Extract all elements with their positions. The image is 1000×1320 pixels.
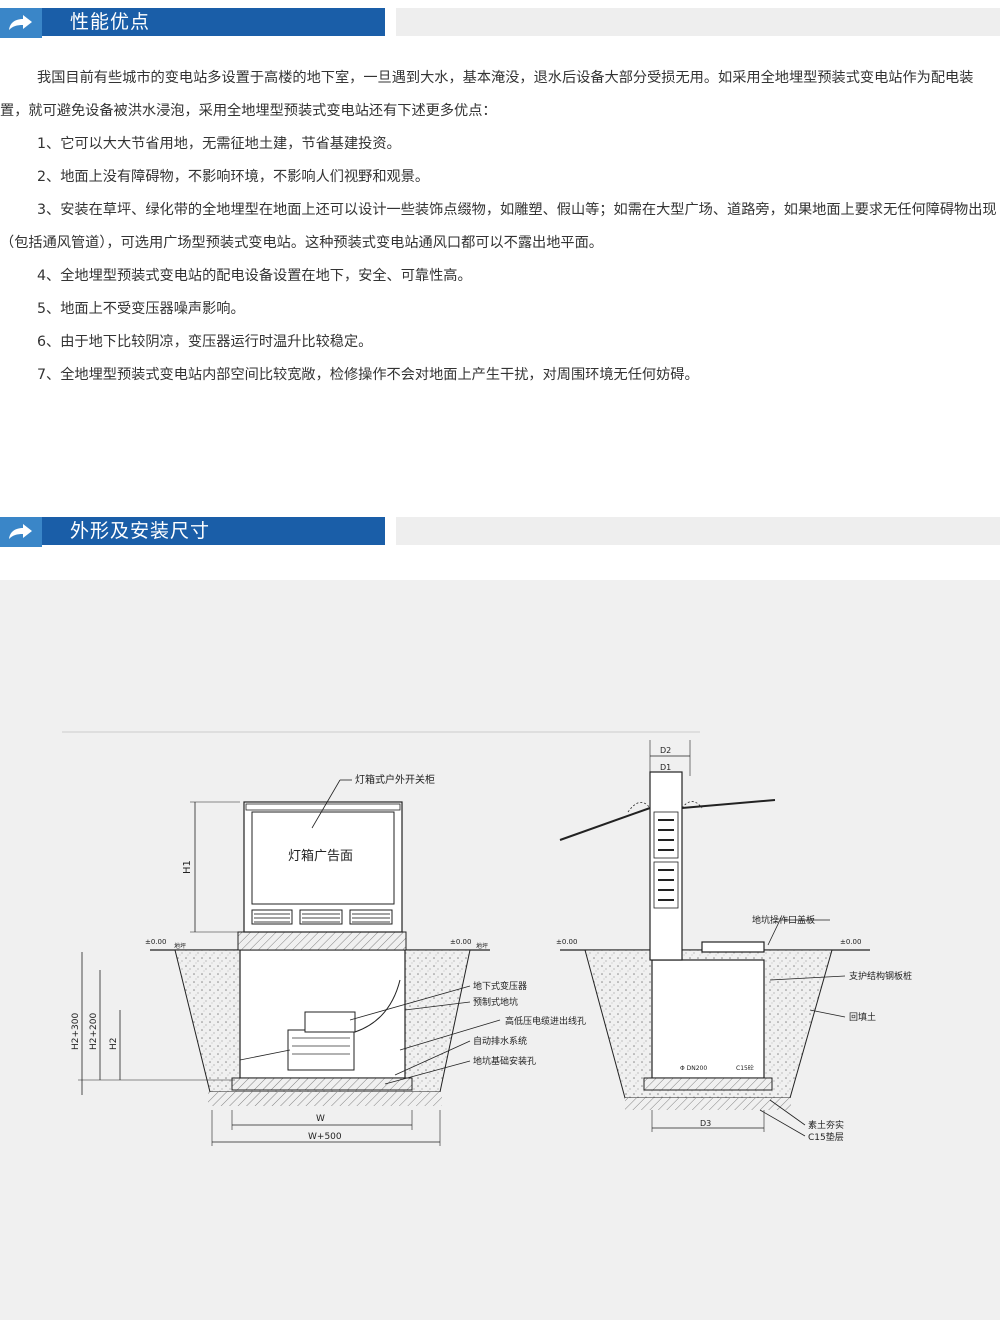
callout-label: 支护结构钢板桩 (849, 970, 912, 982)
section-header-dimensions: 外形及安装尺寸 (0, 509, 1000, 547)
c15-label: C15砼 (736, 1064, 754, 1072)
d3-label: D3 (700, 1119, 711, 1128)
header-icon-box (0, 8, 42, 38)
callout-label: 地坑基础安装孔 (473, 1055, 536, 1067)
callout-label: 高低压电缆进出线孔 (505, 1015, 586, 1027)
share-arrow-icon (9, 524, 32, 539)
header-grey-bar (396, 8, 1000, 36)
left-section-drawing (78, 779, 501, 1146)
h1-label: H1 (182, 860, 193, 874)
w-500-label: W+500 (308, 1132, 342, 1142)
advantage-item: 7、全地埋型预装式变电站内部空间比较宽敞，检修操作不会对地面上产生干扰，对周围环… (37, 367, 699, 383)
w-label: W (316, 1114, 325, 1124)
h2-300-label: H2+300 (71, 1013, 81, 1050)
advantage-item: 6、由于地下比较阴凉，变压器运行时温升比较稳定。 (37, 334, 373, 350)
hole-label: Φ DN200 (680, 1065, 707, 1072)
advantage-item: 3、安装在草坪、绿化带的全地埋型在地面上还可以设计一些装饰点缀物，如雕塑、假山等… (0, 202, 997, 251)
cabinet-label: 灯箱式户外开关柜 (355, 773, 435, 786)
section-title: 外形及安装尺寸 (70, 520, 211, 542)
advantages-content: 我国目前有些城市的变电站多设置于高楼的地下室，一旦遇到大水，基本淹没，退水后设备… (0, 62, 1000, 392)
h2-label: H2 (109, 1038, 119, 1051)
header-bar (34, 8, 385, 36)
callout-label: 自动排水系统 (473, 1035, 527, 1047)
section-title: 性能优点 (70, 11, 151, 33)
d1-label: D1 (660, 763, 671, 772)
callout-label: 地坑操作口盖板 (752, 914, 815, 926)
ground-level-label: ±0.00 (145, 938, 166, 946)
share-arrow-icon (9, 15, 32, 30)
ad-face-label: 灯箱广告面 (288, 848, 353, 864)
ground-level-label: ±0.00 (556, 938, 577, 946)
callout-label: 地下式变压器 (473, 980, 527, 992)
advantage-item: 4、全地埋型预装式变电站的配电设备设置在地下，安全、可靠性高。 (37, 268, 472, 284)
right-section-drawing (559, 740, 870, 1137)
callout-label: 回填土 (849, 1011, 876, 1023)
ground-level-label: ±0.00 (840, 938, 861, 946)
installation-drawing-svg: 灯箱式户外开关柜 灯箱广告面 H1 H2 H2+200 H2+300 W W+5… (62, 731, 912, 1146)
header-icon-box (0, 517, 42, 547)
installation-drawing: 灯箱式户外开关柜 灯箱广告面 H1 H2 H2+200 H2+300 W W+5… (0, 580, 1000, 1320)
intro-paragraph: 我国目前有些城市的变电站多设置于高楼的地下室，一旦遇到大水，基本淹没，退水后设备… (0, 70, 974, 119)
ground-level-label: ±0.00 (450, 938, 471, 946)
advantage-item: 5、地面上不受变压器噪声影响。 (37, 301, 245, 317)
section-header-advantages: 性能优点 (0, 0, 1000, 38)
callout-label: 素土夯实 (808, 1119, 844, 1131)
callout-label: 预制式地坑 (473, 996, 518, 1008)
d2-label: D2 (660, 746, 671, 755)
ground-word-label: 地坪 (174, 942, 186, 950)
callout-label: C15垫层 (808, 1131, 844, 1143)
h2-200-label: H2+200 (89, 1013, 99, 1050)
advantage-item: 1、它可以大大节省用地，无需征地土建，节省基建投资。 (37, 136, 401, 152)
header-grey-bar (396, 517, 1000, 545)
header-bar (34, 517, 385, 545)
ground-word-label: 地坪 (476, 942, 488, 950)
advantage-item: 2、地面上没有障碍物，不影响环境，不影响人们视野和观景。 (37, 169, 430, 185)
